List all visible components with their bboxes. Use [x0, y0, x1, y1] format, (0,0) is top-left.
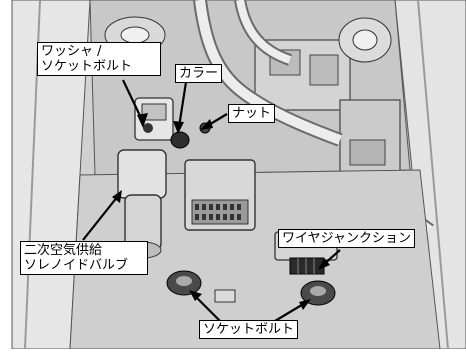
collar: [170, 131, 190, 149]
callout-wire-junction: ワイヤジャンクション: [278, 229, 415, 248]
callout-nut: ナット: [228, 104, 276, 123]
callout-washer-socket-bolt: ワッシャ / ソケットボルト: [37, 42, 161, 76]
callout-socket-bolt: ソケットボルト: [199, 320, 299, 339]
callout-washer-line2: ソケットボルト: [41, 59, 133, 74]
callout-secondary-air-solenoid-valve: 二次空気供給 ソレノイドバルブ: [20, 241, 148, 275]
bolt-head: [143, 123, 153, 133]
solenoid-valve: [117, 149, 167, 199]
leader-lines: [82, 79, 341, 322]
callout-collar: カラー: [175, 64, 223, 83]
page-margin: [0, 0, 12, 349]
callout-valve-line2: ソレノイドバルブ: [24, 258, 129, 273]
callout-washer-line1: ワッシャ /: [41, 44, 102, 59]
callout-valve-line1: 二次空気供給: [24, 243, 103, 258]
